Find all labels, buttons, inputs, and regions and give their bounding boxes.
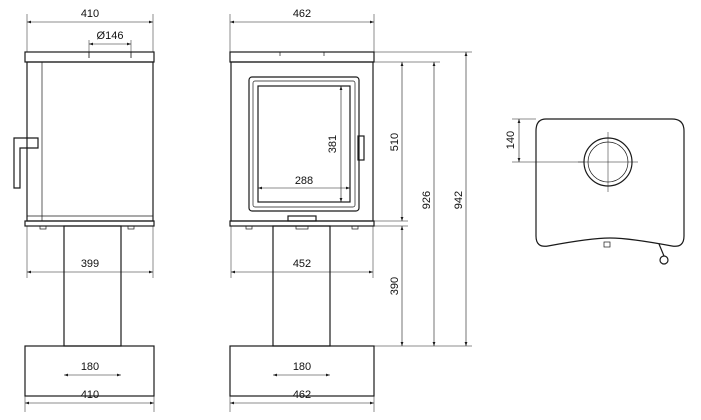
front-view: 462 381 288 452: [229, 8, 472, 412]
front-top-plate: [229, 51, 375, 63]
side-body: [26, 61, 154, 222]
side-pedestal: [63, 225, 122, 347]
front-bottom-width-label: 462: [293, 389, 311, 401]
side-base-plate: [24, 220, 155, 227]
air-control-knob: [659, 255, 669, 265]
body-height-label: 510: [389, 133, 401, 151]
side-top-plate: [24, 51, 155, 63]
front-top-width-label: 462: [293, 8, 311, 20]
control-knob: [603, 241, 611, 248]
side-door-handle: [13, 137, 39, 189]
side-view: 410 Ø146 399 180: [13, 8, 155, 412]
side-top-width-label: 410: [81, 8, 99, 20]
glass-height-label: 381: [327, 135, 339, 153]
top-view: 140: [505, 118, 685, 265]
front-base-width-label: 452: [293, 258, 311, 270]
side-bottom-width-label: 410: [81, 389, 99, 401]
leg-height-label: 390: [389, 277, 401, 295]
side-base-width-label: 399: [81, 258, 99, 270]
front-base-plate: [229, 220, 375, 227]
front-pedestal: [272, 225, 331, 347]
top-view-outline: [535, 118, 685, 247]
flue-offset-label: 140: [505, 131, 517, 149]
ash-lip: [287, 215, 317, 222]
front-foot-width-label: 180: [293, 361, 311, 373]
front-door-handle: [357, 135, 365, 161]
glass-width-label: 288: [295, 175, 313, 187]
air-control-lever: [658, 243, 665, 257]
door-frame: [248, 76, 360, 212]
side-foot-width-label: 180: [81, 361, 99, 373]
door-glass: [257, 85, 351, 203]
side-foot-plate: [24, 345, 155, 397]
total-height-b-label: 942: [453, 191, 465, 209]
flue-diameter-label: Ø146: [97, 30, 124, 42]
front-foot-plate: [229, 345, 375, 397]
total-height-a-label: 926: [421, 191, 433, 209]
